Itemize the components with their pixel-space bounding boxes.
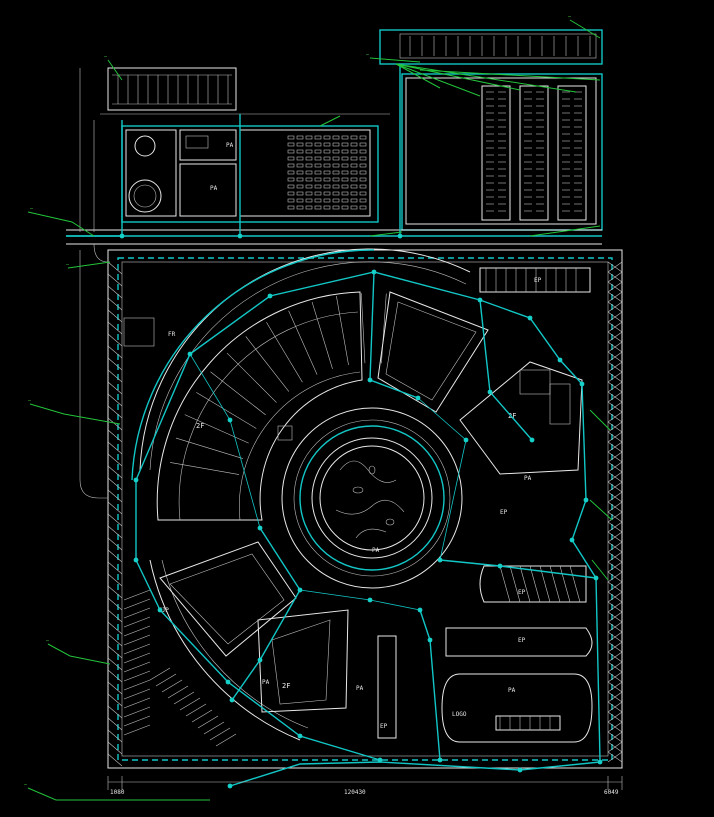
callout-label: —: [28, 398, 32, 404]
upper-road: [66, 68, 602, 245]
logo-label: LOGO: [452, 711, 467, 718]
site-boundary: [79, 243, 623, 769]
utility-network: [66, 64, 603, 789]
east-parking: EP EP EP PA LOGO EP EP: [377, 267, 593, 743]
west-parking: [123, 589, 237, 747]
callout-label: —: [104, 54, 108, 60]
building-2f-label: 2F: [196, 422, 204, 430]
circular-complex: PA 2F 2F PA 2F PA PA: [131, 248, 583, 741]
pa-label: PA: [226, 142, 234, 149]
building-2f-label: 2F: [282, 682, 290, 690]
top-left-building: PA PA: [107, 67, 379, 223]
ep-label: EP: [534, 277, 542, 284]
ep-label: EP: [500, 509, 508, 516]
pa-label: PA: [372, 547, 380, 554]
callout-label: —: [66, 262, 70, 268]
dim-left: 1080: [110, 789, 125, 796]
pa-label: PA: [356, 685, 364, 692]
pa-label: PA: [262, 679, 270, 686]
callout-label: —: [46, 638, 50, 644]
pa-label: PA: [210, 185, 218, 192]
ep-label: EP: [518, 637, 526, 644]
ep-label: EP: [518, 589, 526, 596]
top-right-building: [379, 29, 603, 231]
pa-label: PA: [524, 475, 532, 482]
callouts: — — — — — — — —: [24, 14, 613, 801]
callout-label: —: [24, 782, 28, 788]
pa-label: PA: [508, 687, 516, 694]
dimension-line: 1080 120430 6049: [107, 776, 623, 796]
callout-label: —: [366, 52, 370, 58]
callout-label: —: [30, 206, 34, 212]
dim-center: 120430: [344, 789, 366, 796]
dim-right: 6049: [604, 789, 619, 796]
ep-label: EP: [380, 723, 388, 730]
building-2f-label: 2F: [508, 412, 516, 420]
fr-label: FR: [168, 331, 176, 338]
callout-label: —: [568, 14, 572, 20]
tjp-label: TJP: [158, 607, 169, 614]
